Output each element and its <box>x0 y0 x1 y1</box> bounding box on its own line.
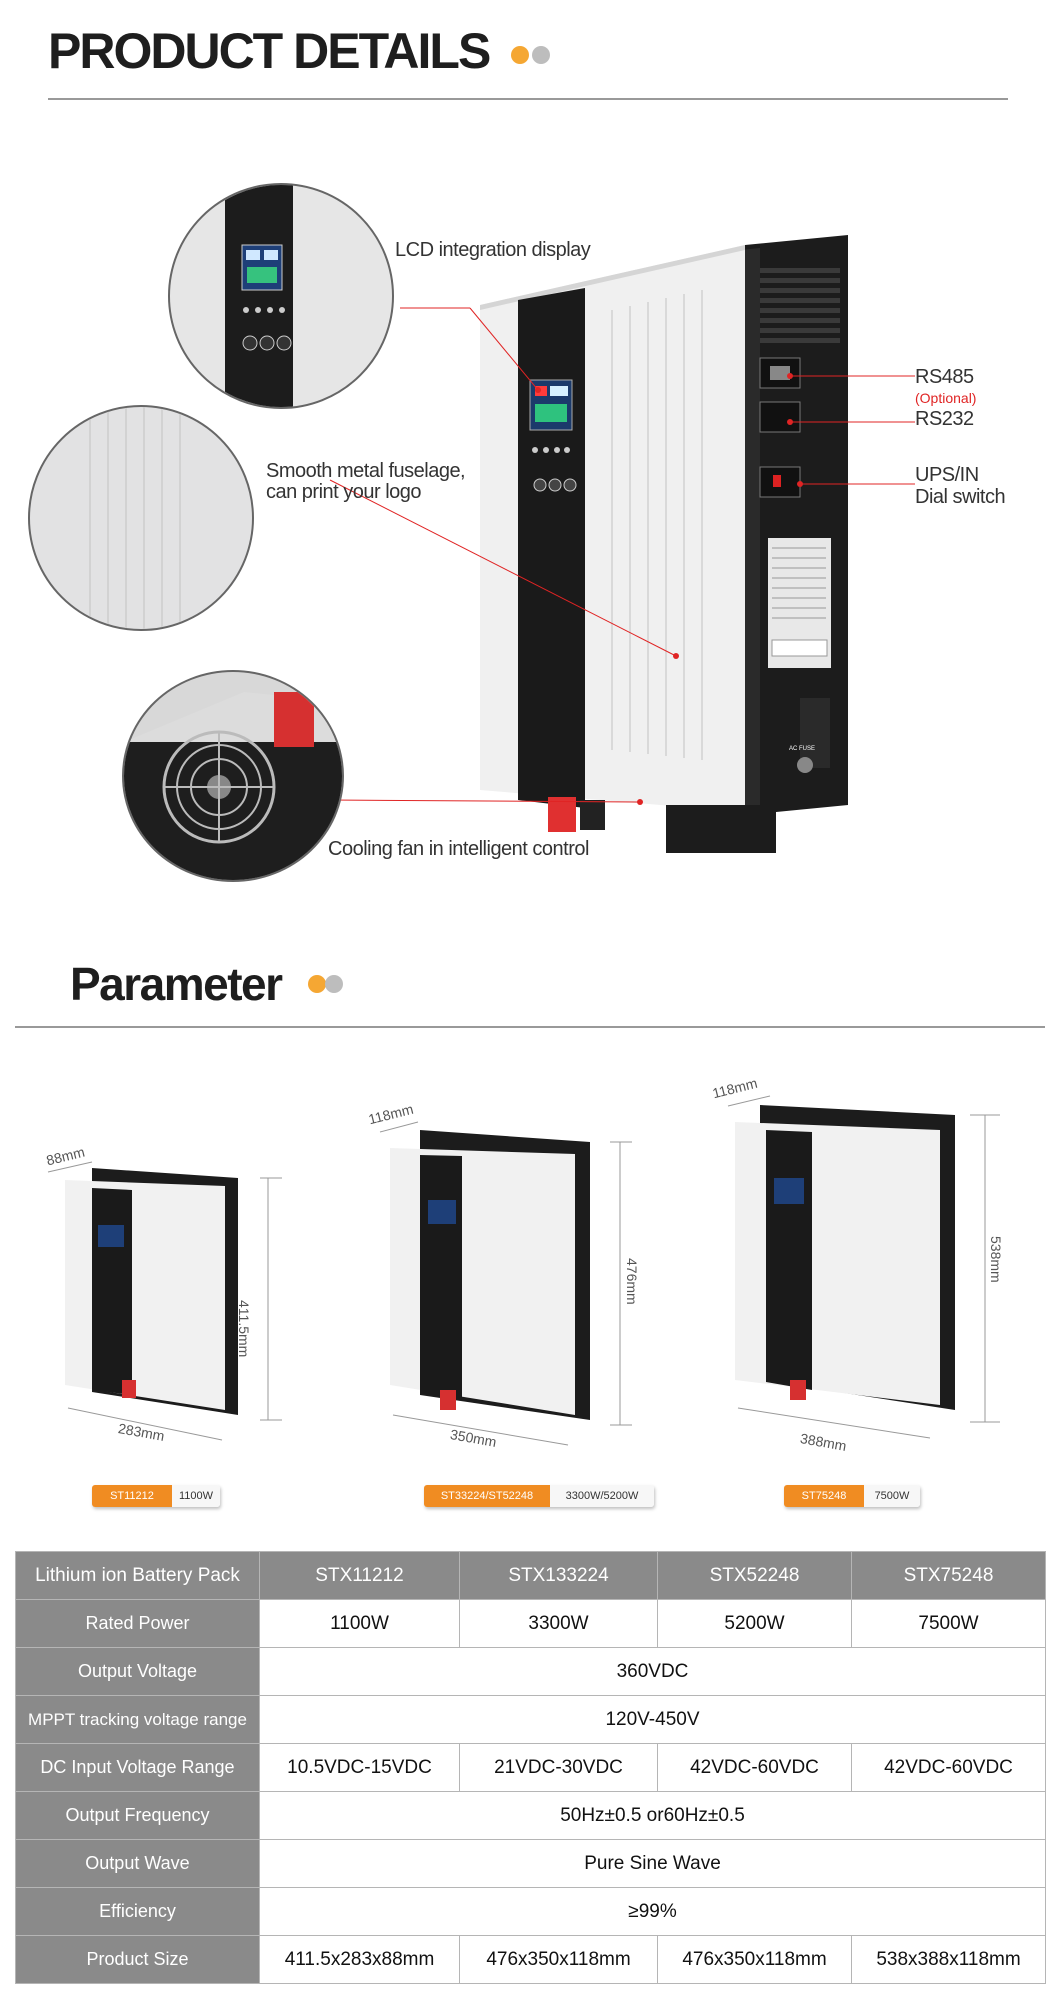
table-header-row: Lithium ion Battery Pack STX11212 STX133… <box>15 1551 1046 1600</box>
table-row: MPPT tracking voltage range 120V-450V <box>15 1695 1046 1744</box>
table-row: Rated Power 1100W 3300W 5200W 7500W <box>15 1599 1046 1648</box>
table-row: DC Input Voltage Range 10.5VDC-15VDC 21V… <box>15 1743 1046 1792</box>
model3-tag: ST75248 7500W <box>784 1485 920 1507</box>
model1-tag: ST11212 1100W <box>92 1485 220 1507</box>
table-header-cell: Lithium ion Battery Pack <box>15 1551 260 1600</box>
orange-dot-icon <box>308 975 326 993</box>
table-cell: 10.5VDC-15VDC <box>259 1743 460 1792</box>
fan-zoom-circle <box>122 670 344 882</box>
orange-dot-icon <box>511 46 529 64</box>
row-label: Rated Power <box>15 1599 260 1648</box>
title-divider <box>48 98 1008 100</box>
callout-ups-line2: Dial switch <box>915 486 1006 508</box>
gray-dot-icon <box>532 46 550 64</box>
callout-optional: (Optional) <box>915 390 977 406</box>
table-row: Efficiency ≥99% <box>15 1887 1046 1936</box>
table-row: Product Size 411.5x283x88mm 476x350x118m… <box>15 1935 1046 1984</box>
table-cell: 476x350x118mm <box>459 1935 658 1984</box>
table-header-cell: STX52248 <box>657 1551 852 1600</box>
model-size-illustrations <box>47 1095 1000 1446</box>
model2-tag-power: 3300W/5200W <box>550 1485 654 1507</box>
model1-tag-power: 1100W <box>172 1485 220 1507</box>
spec-table: Lithium ion Battery Pack STX11212 STX133… <box>15 1551 1046 1984</box>
callout-lcd: LCD integration display <box>395 239 591 261</box>
model2-tag: ST33224/ST52248 3300W/5200W <box>424 1485 654 1507</box>
table-cell: 360VDC <box>259 1647 1046 1696</box>
row-label: Efficiency <box>15 1887 260 1936</box>
table-cell: ≥99% <box>259 1887 1046 1936</box>
product-illustration: AC FUSE <box>329 235 915 853</box>
table-cell: 538x388x118mm <box>851 1935 1046 1984</box>
table-row: Output Frequency 50Hz±0.5 or60Hz±0.5 <box>15 1791 1046 1840</box>
model1-tag-model: ST11212 <box>92 1485 172 1507</box>
svg-text:AC FUSE: AC FUSE <box>789 746 815 752</box>
table-header-cell: STX11212 <box>259 1551 460 1600</box>
row-label: MPPT tracking voltage range <box>15 1695 260 1744</box>
table-row: Output Wave Pure Sine Wave <box>15 1839 1046 1888</box>
table-cell: 7500W <box>851 1599 1046 1648</box>
model3-tag-model: ST75248 <box>784 1485 864 1507</box>
model3-tag-power: 7500W <box>864 1485 920 1507</box>
row-label: DC Input Voltage Range <box>15 1743 260 1792</box>
table-cell: 5200W <box>657 1599 852 1648</box>
table-header-cell: STX133224 <box>459 1551 658 1600</box>
table-header-cell: STX75248 <box>851 1551 1046 1600</box>
callout-metal-line1: Smooth metal fuselage, <box>266 460 466 482</box>
table-row: Output Voltage 360VDC <box>15 1647 1046 1696</box>
callout-fan: Cooling fan in intelligent control <box>328 838 589 860</box>
callout-ups-line1: UPS/IN <box>915 464 979 486</box>
model1-height-label: 411.5mm <box>236 1300 252 1358</box>
table-cell: 21VDC-30VDC <box>459 1743 658 1792</box>
model2-height-label: 476mm <box>624 1258 640 1305</box>
table-cell: 1100W <box>259 1599 460 1648</box>
callout-rs232: RS232 <box>915 408 974 430</box>
callout-rs485: RS485 <box>915 366 974 388</box>
callout-metal-line2: can print your logo <box>266 481 422 503</box>
gray-dot-icon <box>325 975 343 993</box>
table-cell: 42VDC-60VDC <box>851 1743 1046 1792</box>
section-title-product-details: PRODUCT DETAILS <box>48 23 491 79</box>
model2-tag-model: ST33224/ST52248 <box>424 1485 550 1507</box>
parameter-divider <box>15 1026 1045 1028</box>
section-title-parameter: Parameter <box>70 958 283 1010</box>
row-label: Output Voltage <box>15 1647 260 1696</box>
row-label: Product Size <box>15 1935 260 1984</box>
table-cell: 411.5x283x88mm <box>259 1935 460 1984</box>
row-label: Output Wave <box>15 1839 260 1888</box>
row-label: Output Frequency <box>15 1791 260 1840</box>
table-cell: 476x350x118mm <box>657 1935 852 1984</box>
model3-height-label: 538mm <box>988 1236 1004 1283</box>
lcd-zoom-circle <box>168 183 394 409</box>
metal-zoom-circle <box>28 405 254 631</box>
table-cell: Pure Sine Wave <box>259 1839 1046 1888</box>
table-cell: 42VDC-60VDC <box>657 1743 852 1792</box>
table-cell: 3300W <box>459 1599 658 1648</box>
table-cell: 120V-450V <box>259 1695 1046 1744</box>
table-cell: 50Hz±0.5 or60Hz±0.5 <box>259 1791 1046 1840</box>
